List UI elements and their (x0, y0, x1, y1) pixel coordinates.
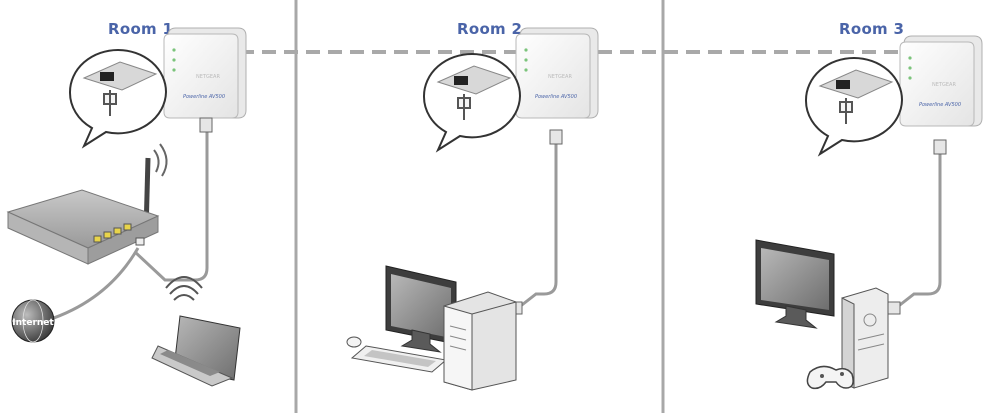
tv-monitor (755, 239, 835, 329)
keyboard-and-mouse (346, 336, 448, 373)
desktop-tower (443, 291, 517, 391)
port-zoom-callout-1 (68, 49, 168, 149)
game-console (841, 287, 889, 389)
internet-globe: Internet (11, 247, 140, 343)
ethernet-cable-room3 (885, 139, 947, 315)
adapter-logo-text: NETGEAR (196, 74, 220, 80)
adapter-brand-text: Powerline AV500 (919, 102, 961, 108)
room-3-label: Room 3 (839, 20, 905, 38)
powerline-adapter-1: NETGEAR Powerline AV500 (163, 27, 247, 119)
internet-label: Internet (12, 318, 54, 328)
adapter-logo-text: NETGEAR (932, 82, 956, 88)
room-2-label: Room 2 (457, 20, 523, 38)
powerline-adapter-2: NETGEAR Powerline AV500 (515, 27, 599, 119)
laptop (151, 276, 241, 387)
port-zoom-callout-2 (422, 53, 522, 153)
wireless-router (6, 143, 168, 265)
room-1-label: Room 1 (108, 20, 174, 38)
ethernet-cable-room2 (507, 129, 563, 315)
adapter-brand-text: Powerline AV500 (183, 94, 225, 100)
adapter-brand-text: Powerline AV500 (535, 94, 577, 100)
game-controller (806, 365, 854, 390)
port-zoom-callout-3 (804, 57, 904, 157)
powerline-adapter-3: NETGEAR Powerline AV500 (899, 35, 983, 127)
adapter-logo-text: NETGEAR (548, 74, 572, 80)
desktop-monitor (385, 265, 457, 353)
